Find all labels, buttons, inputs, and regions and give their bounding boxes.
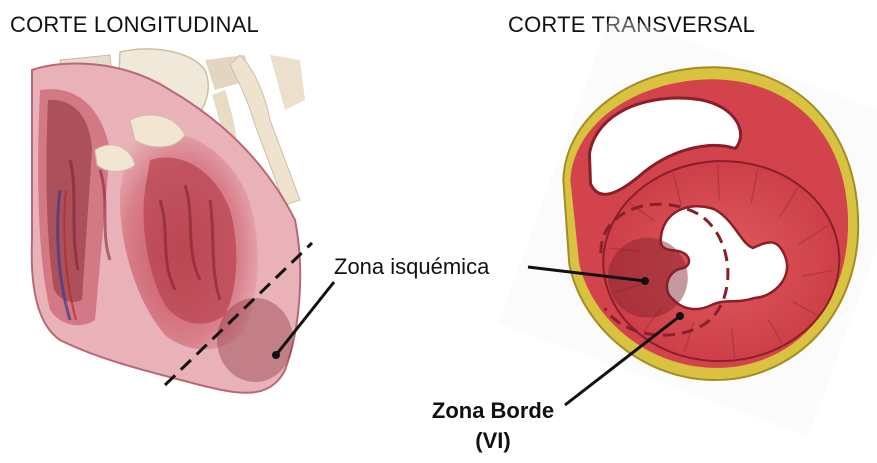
border-zone-label: Zona Borde — [418, 398, 568, 424]
ischemic-zone-longitudinal — [217, 298, 293, 382]
border-zone-sublabel: (VI) — [418, 428, 568, 454]
ischemic-zone-label: Zona isquémica — [334, 254, 489, 280]
ischemic-pointer-left-dot — [272, 351, 280, 359]
longitudinal-heart-illustration — [32, 49, 305, 393]
transverse-heart-illustration — [488, 2, 877, 446]
ischemic-pointer-right-dot — [641, 277, 649, 285]
border-zone-pointer-dot — [676, 312, 684, 320]
